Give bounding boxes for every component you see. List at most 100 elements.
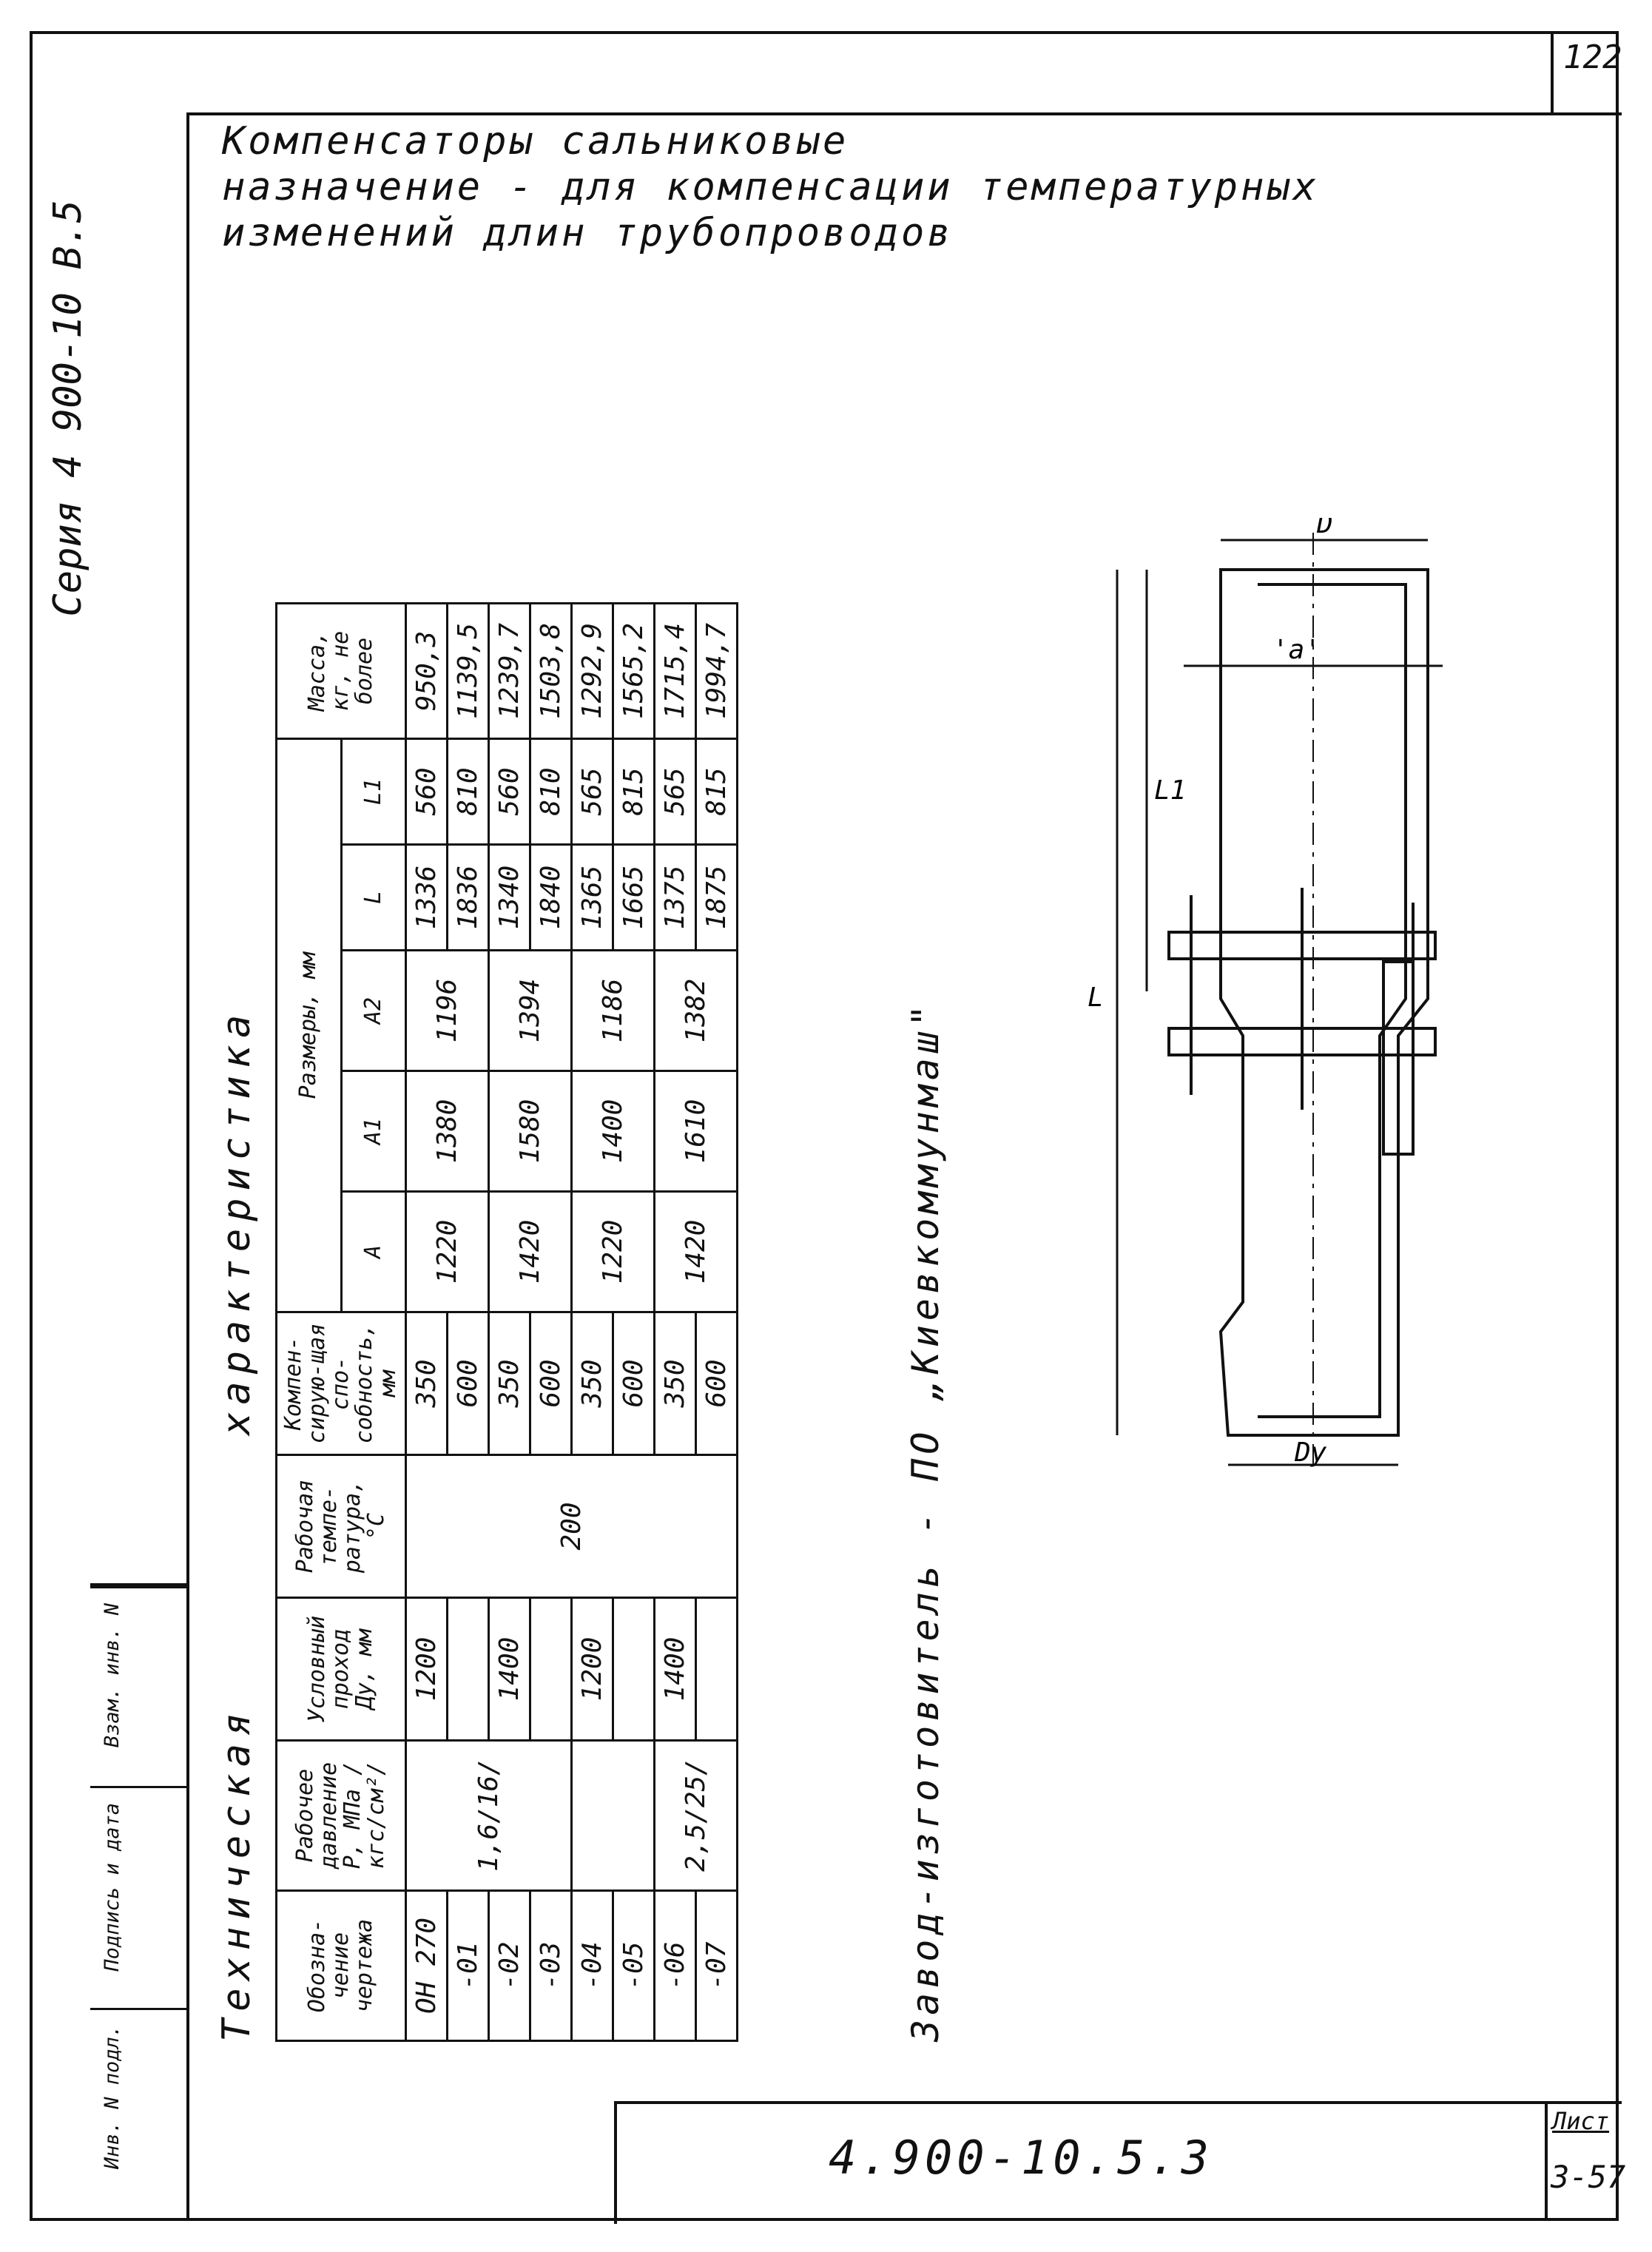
cell-designation: -03 bbox=[530, 1890, 572, 2041]
drawing-area bbox=[186, 112, 1622, 2106]
cell-mass: 950,3 bbox=[405, 603, 448, 739]
cell-dn: 1400 bbox=[654, 1597, 696, 1741]
cell-A2: 1186 bbox=[571, 950, 655, 1071]
cell-capacity: 600 bbox=[695, 1312, 738, 1455]
cell-capacity: 600 bbox=[447, 1312, 489, 1455]
label-Dy: Dу bbox=[1294, 1437, 1327, 1468]
binding-column: Взам. инв. N Подпись и дата Инв. N подл. bbox=[90, 1583, 189, 2221]
cell-dn: 1200 bbox=[405, 1597, 448, 1741]
cell-L1: 815 bbox=[613, 738, 655, 845]
cell-capacity: 600 bbox=[530, 1312, 572, 1455]
title-line-2: назначение - для компенсации температурн… bbox=[222, 165, 1319, 209]
cell-L: 1375 bbox=[654, 844, 696, 951]
cell-A: 1220 bbox=[405, 1191, 489, 1312]
series-code: Серия 4 900-10 В.5 bbox=[46, 200, 90, 617]
manufacturer-note: Завод-изготовитель - ПО „Киевкоммунмаш" bbox=[904, 1000, 947, 2042]
binding-inv-orig: Инв. N подл. bbox=[101, 2025, 124, 2170]
cell-temperature: 200 bbox=[405, 1454, 738, 1598]
cell-capacity: 350 bbox=[654, 1312, 696, 1455]
cell-L: 1336 bbox=[405, 844, 448, 951]
cell-capacity: 350 bbox=[405, 1312, 448, 1455]
header-capacity: Компен-сирую-щая спо-собность, мм bbox=[276, 1312, 406, 1455]
cell-capacity: 350 bbox=[571, 1312, 613, 1455]
cell-dn bbox=[447, 1597, 489, 1741]
cell-dn: 1200 bbox=[571, 1597, 613, 1741]
cell-A: 1420 bbox=[654, 1191, 738, 1312]
document-title: Компенсаторы сальниковые назначение - дл… bbox=[222, 118, 1319, 256]
header-pressure: Рабочее давление P, МПа /кгс/см²/ bbox=[276, 1740, 406, 1891]
compensator-drawing: D Dу L L1 'a' bbox=[1088, 518, 1443, 1472]
binding-inv-replace: Взам. инв. N bbox=[101, 1603, 124, 1748]
sheet-label: Лист bbox=[1552, 2107, 1610, 2135]
header-A2: А2 bbox=[341, 950, 406, 1071]
title-block-stamp bbox=[614, 2101, 1622, 2224]
cell-mass: 1994,7 bbox=[695, 603, 738, 739]
header-L1: L1 bbox=[341, 738, 406, 845]
cell-designation: -05 bbox=[613, 1890, 655, 2041]
label-a: 'a' bbox=[1272, 635, 1321, 665]
sheet-number: 122 bbox=[1563, 38, 1622, 76]
cell-L: 1840 bbox=[530, 844, 572, 951]
binding-cell-replace: Взам. инв. N bbox=[90, 1586, 186, 1788]
cell-mass: 1239,7 bbox=[488, 603, 530, 739]
binding-sign-date: Подпись и дата bbox=[101, 1803, 124, 1972]
caption-left: Техническая bbox=[215, 1705, 259, 2042]
cell-A2: 1196 bbox=[405, 950, 489, 1071]
cell-A1: 1580 bbox=[488, 1071, 572, 1192]
cell-L: 1875 bbox=[695, 844, 738, 951]
cell-A: 1220 bbox=[571, 1191, 655, 1312]
cell-designation: -02 bbox=[488, 1890, 530, 2041]
cell-L1: 815 bbox=[695, 738, 738, 845]
label-L: L bbox=[1088, 982, 1104, 1013]
spec-table: Обозна-чение чертежа Рабочее давление P,… bbox=[275, 602, 738, 2042]
table-caption: Техническая характеристика bbox=[201, 385, 268, 2086]
cell-A2: 1394 bbox=[488, 950, 572, 1071]
sheet-value: 3-57 bbox=[1551, 2159, 1626, 2195]
sheet-number-divider bbox=[1551, 31, 1554, 112]
page-frame bbox=[30, 31, 1619, 2221]
caption-right: характеристика bbox=[215, 1007, 259, 1435]
cell-designation: -06 bbox=[654, 1890, 696, 2041]
cell-designation: -07 bbox=[695, 1890, 738, 2041]
label-D: D bbox=[1316, 518, 1333, 539]
cell-L1: 565 bbox=[654, 738, 696, 845]
sheet-box bbox=[1545, 2101, 1622, 2221]
cell-pressure-blank bbox=[571, 1740, 655, 1891]
cell-designation: -01 bbox=[447, 1890, 489, 2041]
cell-L1: 560 bbox=[405, 738, 448, 845]
header-dims-group: Размеры, мм bbox=[276, 738, 341, 1312]
cell-dn bbox=[695, 1597, 738, 1741]
table-row: -06 2,5/25/ 1400 350 1420 1610 1382 1375… bbox=[654, 603, 738, 2041]
cell-L: 1836 bbox=[447, 844, 489, 951]
header-A1: А1 bbox=[341, 1071, 406, 1192]
cell-L1: 810 bbox=[530, 738, 572, 845]
table-row: ОН 270 1,6/16/ 1200 200 350 1220 1380 11… bbox=[405, 603, 738, 2041]
header-L: L bbox=[341, 844, 406, 951]
cell-pressure-group-1: 1,6/16/ bbox=[405, 1740, 572, 1891]
cell-dn: 1400 bbox=[488, 1597, 530, 1741]
header-dn: Условный проход Ду, мм bbox=[276, 1597, 406, 1741]
cell-capacity: 600 bbox=[613, 1312, 655, 1455]
compensator-body-outline bbox=[1218, 568, 1429, 1437]
title-line-1: Компенсаторы сальниковые bbox=[222, 119, 849, 163]
header-temperature: Рабочая темпе-ратура, °С bbox=[276, 1454, 406, 1598]
title-line-3: изменений длин трубопроводов bbox=[222, 211, 954, 255]
header-A: А bbox=[341, 1191, 406, 1312]
cell-L: 1365 bbox=[571, 844, 613, 951]
rotated-spec-block: Техническая характеристика Обозна-чение … bbox=[201, 385, 1000, 2086]
inner-pipe-outline bbox=[1258, 583, 1407, 1418]
header-row-1: Обозна-чение чертежа Рабочее давление P,… bbox=[276, 603, 406, 2041]
table-row: -04 1200 350 1220 1400 1186 1365 565 129… bbox=[571, 603, 655, 2041]
cell-mass: 1565,2 bbox=[613, 603, 655, 739]
binding-cell-sign: Подпись и дата bbox=[90, 1786, 186, 2010]
header-mass: Масса, кг, не более bbox=[276, 603, 406, 739]
cell-L1: 565 bbox=[571, 738, 613, 845]
document-code: 4.900-10.5.3 bbox=[829, 2131, 1213, 2185]
binding-cell-inv: Инв. N подл. bbox=[90, 2008, 186, 2223]
label-L1: L1 bbox=[1154, 775, 1186, 806]
cell-mass: 1292,9 bbox=[571, 603, 613, 739]
cell-A1: 1400 bbox=[571, 1071, 655, 1192]
cell-designation: -04 bbox=[571, 1890, 613, 2041]
cell-L: 1340 bbox=[488, 844, 530, 951]
cell-dn bbox=[613, 1597, 655, 1741]
